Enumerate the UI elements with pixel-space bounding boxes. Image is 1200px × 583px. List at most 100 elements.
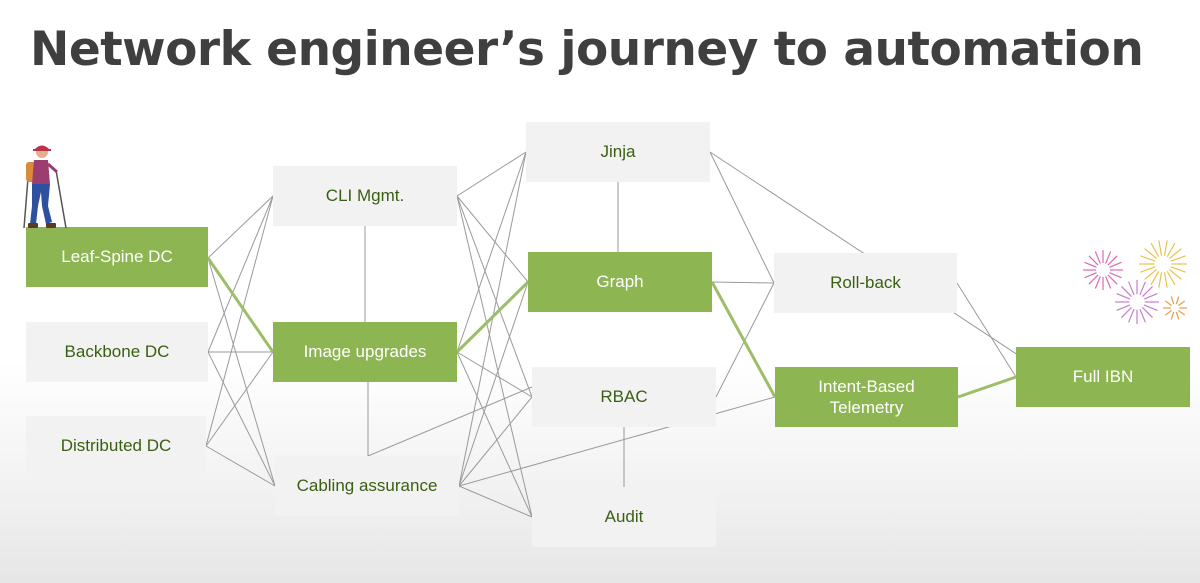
connector-line [709,151,775,284]
firework-spark [1166,242,1176,258]
node-label: Intent-Based Telemetry [818,376,915,417]
connector-line [458,485,533,518]
firework-spark [1150,242,1160,258]
connector-line [205,445,276,487]
firework-spark [1084,261,1097,268]
fireworks-icon [1083,240,1187,324]
firework-spark [1175,296,1180,305]
firework-spark [1158,240,1163,256]
node-label: Jinja [600,142,636,162]
node-label: RBAC [600,387,648,407]
firework-spark [1105,251,1112,264]
connector-line [456,195,533,398]
firework-spark [1178,300,1186,307]
connector-line [205,195,274,447]
firework-spark [1140,266,1156,273]
connector-line [710,281,777,398]
firework-spark [1107,255,1118,266]
firework-spark [1128,308,1135,323]
firework-spark [1116,293,1131,300]
connector-line [367,386,533,457]
connector-line [456,195,529,283]
connector-line [458,396,776,487]
connector-line [207,351,276,487]
node-label: Cabling assurance [296,476,438,496]
node-intent-based-telemetry: Intent-Based Telemetry [775,367,958,427]
firework-spark [1121,286,1132,297]
node-label: Full IBN [1072,367,1134,387]
node-image-upgrades: Image upgrades [273,322,457,382]
firework-spark [1163,272,1168,288]
node-label: Roll-back [830,273,901,293]
connector-line [207,195,274,353]
firework-spark [1105,276,1112,289]
firework-spark [1139,281,1146,296]
node-label: Backbone DC [64,342,170,362]
firework-spark [1158,272,1163,288]
connector-line [957,375,1017,399]
connector-line [956,282,1017,378]
firework-spark [1169,248,1182,260]
firework-spark [1088,255,1099,266]
firework-spark [1094,251,1101,264]
slide-title: Network engineer’s journey to automation [30,22,1144,77]
firework-spark [1169,268,1182,280]
node-jinja: Jinja [526,122,710,182]
firework-spark [1170,311,1175,320]
node-backbone-dc: Backbone DC [26,322,208,382]
connector-line [458,396,533,487]
connector-line [456,151,527,197]
node-label: Leaf-Spine DC [61,247,173,267]
connector-line [207,195,274,259]
firework-spark [1170,296,1175,305]
node-rbac: RBAC [532,367,716,427]
firework-spark [1116,304,1131,311]
connector-line [455,280,530,354]
firework-spark [1164,300,1172,307]
connector-line [456,195,533,518]
node-full-ibn: Full IBN [1016,347,1190,407]
firework-spark [1142,307,1153,318]
firework-spark [1143,293,1158,300]
node-cabling-assurance: Cabling assurance [275,456,459,516]
firework-spark [1144,268,1157,280]
firework-spark [1164,309,1172,316]
firework-spark [1094,276,1101,289]
connector-line [711,281,775,284]
node-cli-mgmt: CLI Mgmt. [273,166,457,226]
firework-spark [1121,307,1132,318]
connector-line [207,257,276,487]
node-distributed-dc: Distributed DC [26,416,206,476]
firework-spark [1170,266,1186,273]
node-label: CLI Mgmt. [325,186,405,206]
node-label: Distributed DC [60,436,172,456]
firework-spark [1170,255,1186,262]
hiker-icon [23,145,67,229]
firework-spark [1109,272,1122,279]
connector-line [206,257,275,353]
firework-spark [1084,272,1097,279]
node-graph: Graph [528,252,712,312]
firework-spark [1144,248,1157,260]
firework-spark [1088,274,1099,285]
node-audit: Audit [532,487,716,547]
node-roll-back: Roll-back [774,253,957,313]
firework-spark [1143,304,1158,311]
firework-spark [1142,286,1153,297]
firework-spark [1178,309,1186,316]
node-label: Image upgrades [303,342,427,362]
firework-spark [1107,274,1118,285]
connector-line [456,351,533,398]
firework-spark [1150,270,1160,286]
firework-spark [1109,261,1122,268]
firework-spark [1140,255,1156,262]
node-leaf-spine-dc: Leaf-Spine DC [26,227,208,287]
node-label: Graph [596,272,644,292]
node-label: Audit [604,507,644,527]
connector-line [456,151,527,353]
firework-spark [1175,311,1180,320]
firework-spark [1139,308,1146,323]
connector-line [456,351,533,518]
connector-line [458,281,529,487]
